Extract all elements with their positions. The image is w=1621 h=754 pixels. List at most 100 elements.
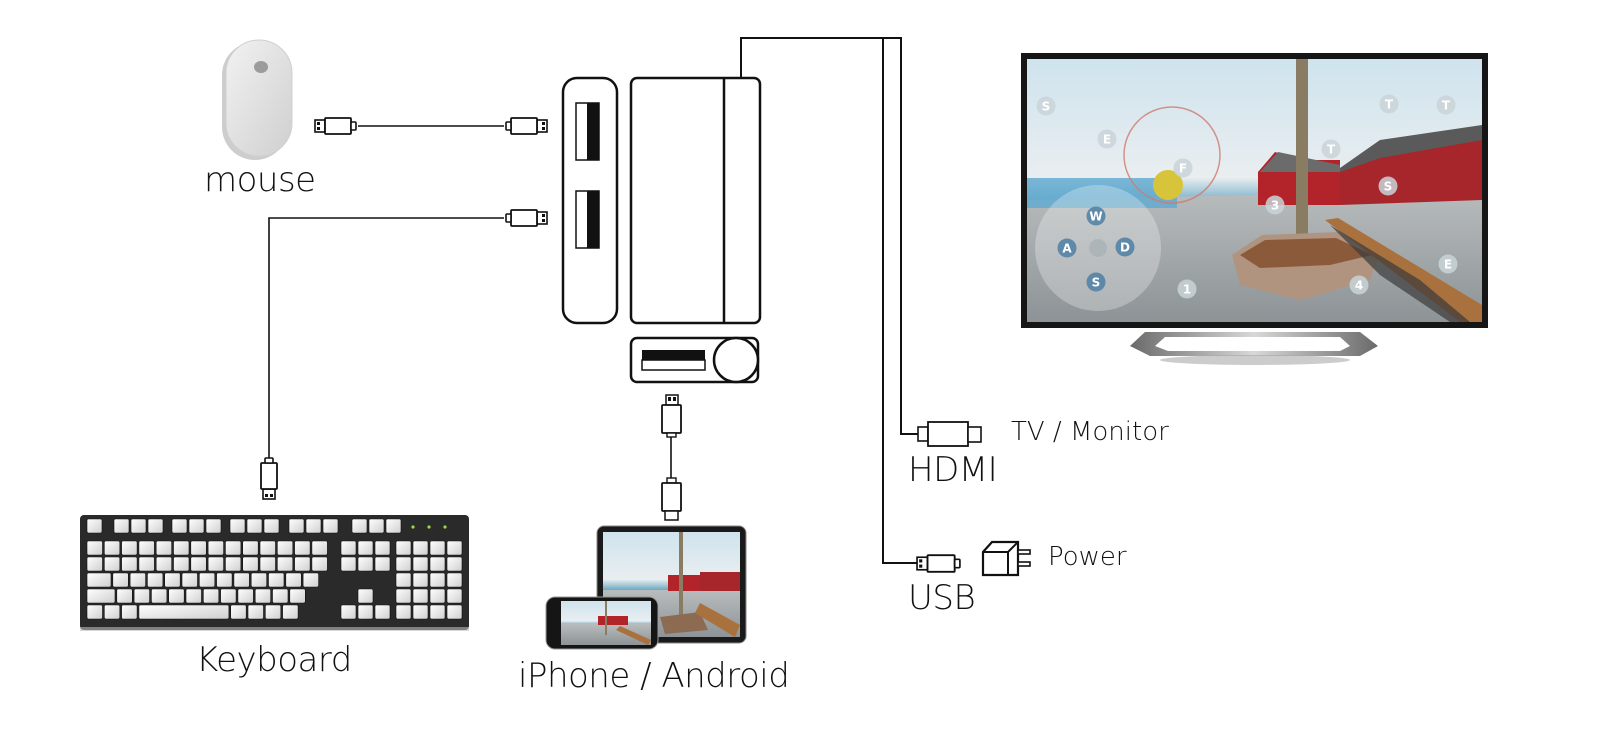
keyboard-key <box>412 556 429 572</box>
keyboard-key <box>272 588 289 604</box>
keyboard-key <box>429 588 446 604</box>
keyboard-key <box>168 588 185 604</box>
keyboard-key <box>357 556 374 572</box>
keyboard-key <box>225 540 242 556</box>
converter-hub <box>561 76 762 384</box>
keyboard-key <box>171 518 188 534</box>
hud-key-label: S <box>1042 100 1051 114</box>
keyboard-key <box>147 572 164 588</box>
hud-key-bubble <box>1115 237 1135 257</box>
hud-key-label: E <box>1444 258 1452 272</box>
hud-key-label: S <box>1092 276 1101 290</box>
keyboard-key <box>395 604 412 620</box>
keyboard-key <box>302 572 319 588</box>
hud-key-label: S <box>1384 180 1393 194</box>
keyboard-key <box>220 588 237 604</box>
keyboard-key <box>173 540 190 556</box>
phone-label: iPhone / Android <box>518 656 790 696</box>
keyboard-key <box>121 556 138 572</box>
keyboard-key <box>246 518 263 534</box>
keyboard-key <box>385 518 402 534</box>
keyboard-key <box>247 604 264 620</box>
hud-key-label: E <box>1103 133 1111 147</box>
hdmi-label: HDMI <box>908 450 998 490</box>
keyboard-key <box>340 604 357 620</box>
keyboard-key <box>242 540 259 556</box>
tv-monitor-label: TV / Monitor <box>1011 417 1169 447</box>
keyboard-key <box>429 604 446 620</box>
phone-usb-cable <box>661 394 682 521</box>
hud-key-label: W <box>1089 210 1102 224</box>
hud-key-label: 1 <box>1183 283 1191 297</box>
keyboard-key <box>155 540 172 556</box>
hud-key-bubble <box>1177 279 1197 299</box>
mouse-label: mouse <box>204 160 316 200</box>
keyboard-key <box>446 604 463 620</box>
hud-key-bubble <box>1036 96 1056 116</box>
keyboard-key <box>322 518 339 534</box>
hud-key-bubble <box>1173 158 1193 178</box>
hud-key-label: T <box>1327 143 1336 157</box>
keyboard-key <box>129 572 146 588</box>
keyboard-key <box>294 556 311 572</box>
keyboard-key <box>412 588 429 604</box>
keyboard-key <box>151 588 168 604</box>
keyboard-key <box>133 588 150 604</box>
keyboard-key <box>207 540 224 556</box>
keyboard-key <box>351 518 368 534</box>
keyboard-key <box>446 540 463 556</box>
keyboard-key <box>374 540 391 556</box>
hud-key-label: D <box>1120 241 1130 255</box>
keyboard-key <box>412 604 429 620</box>
keyboard-key <box>86 540 103 556</box>
keyboard-key <box>264 604 282 620</box>
hud-key-bubble <box>1438 254 1458 274</box>
keyboard-key <box>121 540 138 556</box>
keyboard-key <box>199 572 216 588</box>
keyboard-key <box>429 556 446 572</box>
keyboard-key <box>395 540 412 556</box>
keyboard-key <box>311 556 328 572</box>
keyboard-key <box>185 588 202 604</box>
hud-key-bubble <box>1349 275 1369 295</box>
keyboard-key <box>446 572 463 588</box>
keyboard-key <box>86 572 112 588</box>
hud-key-bubble <box>1086 206 1106 226</box>
keyboard-key <box>86 588 116 604</box>
keyboard-key <box>340 556 357 572</box>
hud-key-bubble <box>1265 195 1285 215</box>
keyboard-key <box>155 556 172 572</box>
power-label: Power <box>1048 542 1127 572</box>
output-cables <box>740 37 918 564</box>
usb-label: USB <box>908 578 976 618</box>
hud-key-bubble <box>1086 272 1106 292</box>
keyboard-usb-cable <box>260 209 548 500</box>
keyboard-key <box>104 604 121 620</box>
keyboard-key <box>276 540 294 556</box>
keyboard-key <box>412 540 429 556</box>
keyboard-key <box>116 588 133 604</box>
hdmi-plug <box>917 421 982 447</box>
keyboard-key <box>357 604 374 620</box>
keyboard-key <box>121 604 138 620</box>
keyboard-key <box>216 572 233 588</box>
keyboard-key <box>311 540 328 556</box>
keyboard-key <box>282 604 299 620</box>
hud-key-bubble <box>1378 176 1398 196</box>
keyboard-key <box>395 588 412 604</box>
keyboard-led <box>443 525 447 529</box>
keyboard-key <box>285 572 302 588</box>
keyboard-key <box>429 572 446 588</box>
keyboard-key <box>190 540 207 556</box>
power-adapter-icon <box>981 540 1031 577</box>
hud-key-label: T <box>1442 99 1451 113</box>
keyboard-key <box>230 604 247 620</box>
keyboard-key <box>190 556 207 572</box>
mouse-usb-cable <box>314 117 548 135</box>
power-button <box>712 336 760 384</box>
keyboard-key <box>288 518 305 534</box>
keyboard-label: Keyboard <box>196 640 352 680</box>
